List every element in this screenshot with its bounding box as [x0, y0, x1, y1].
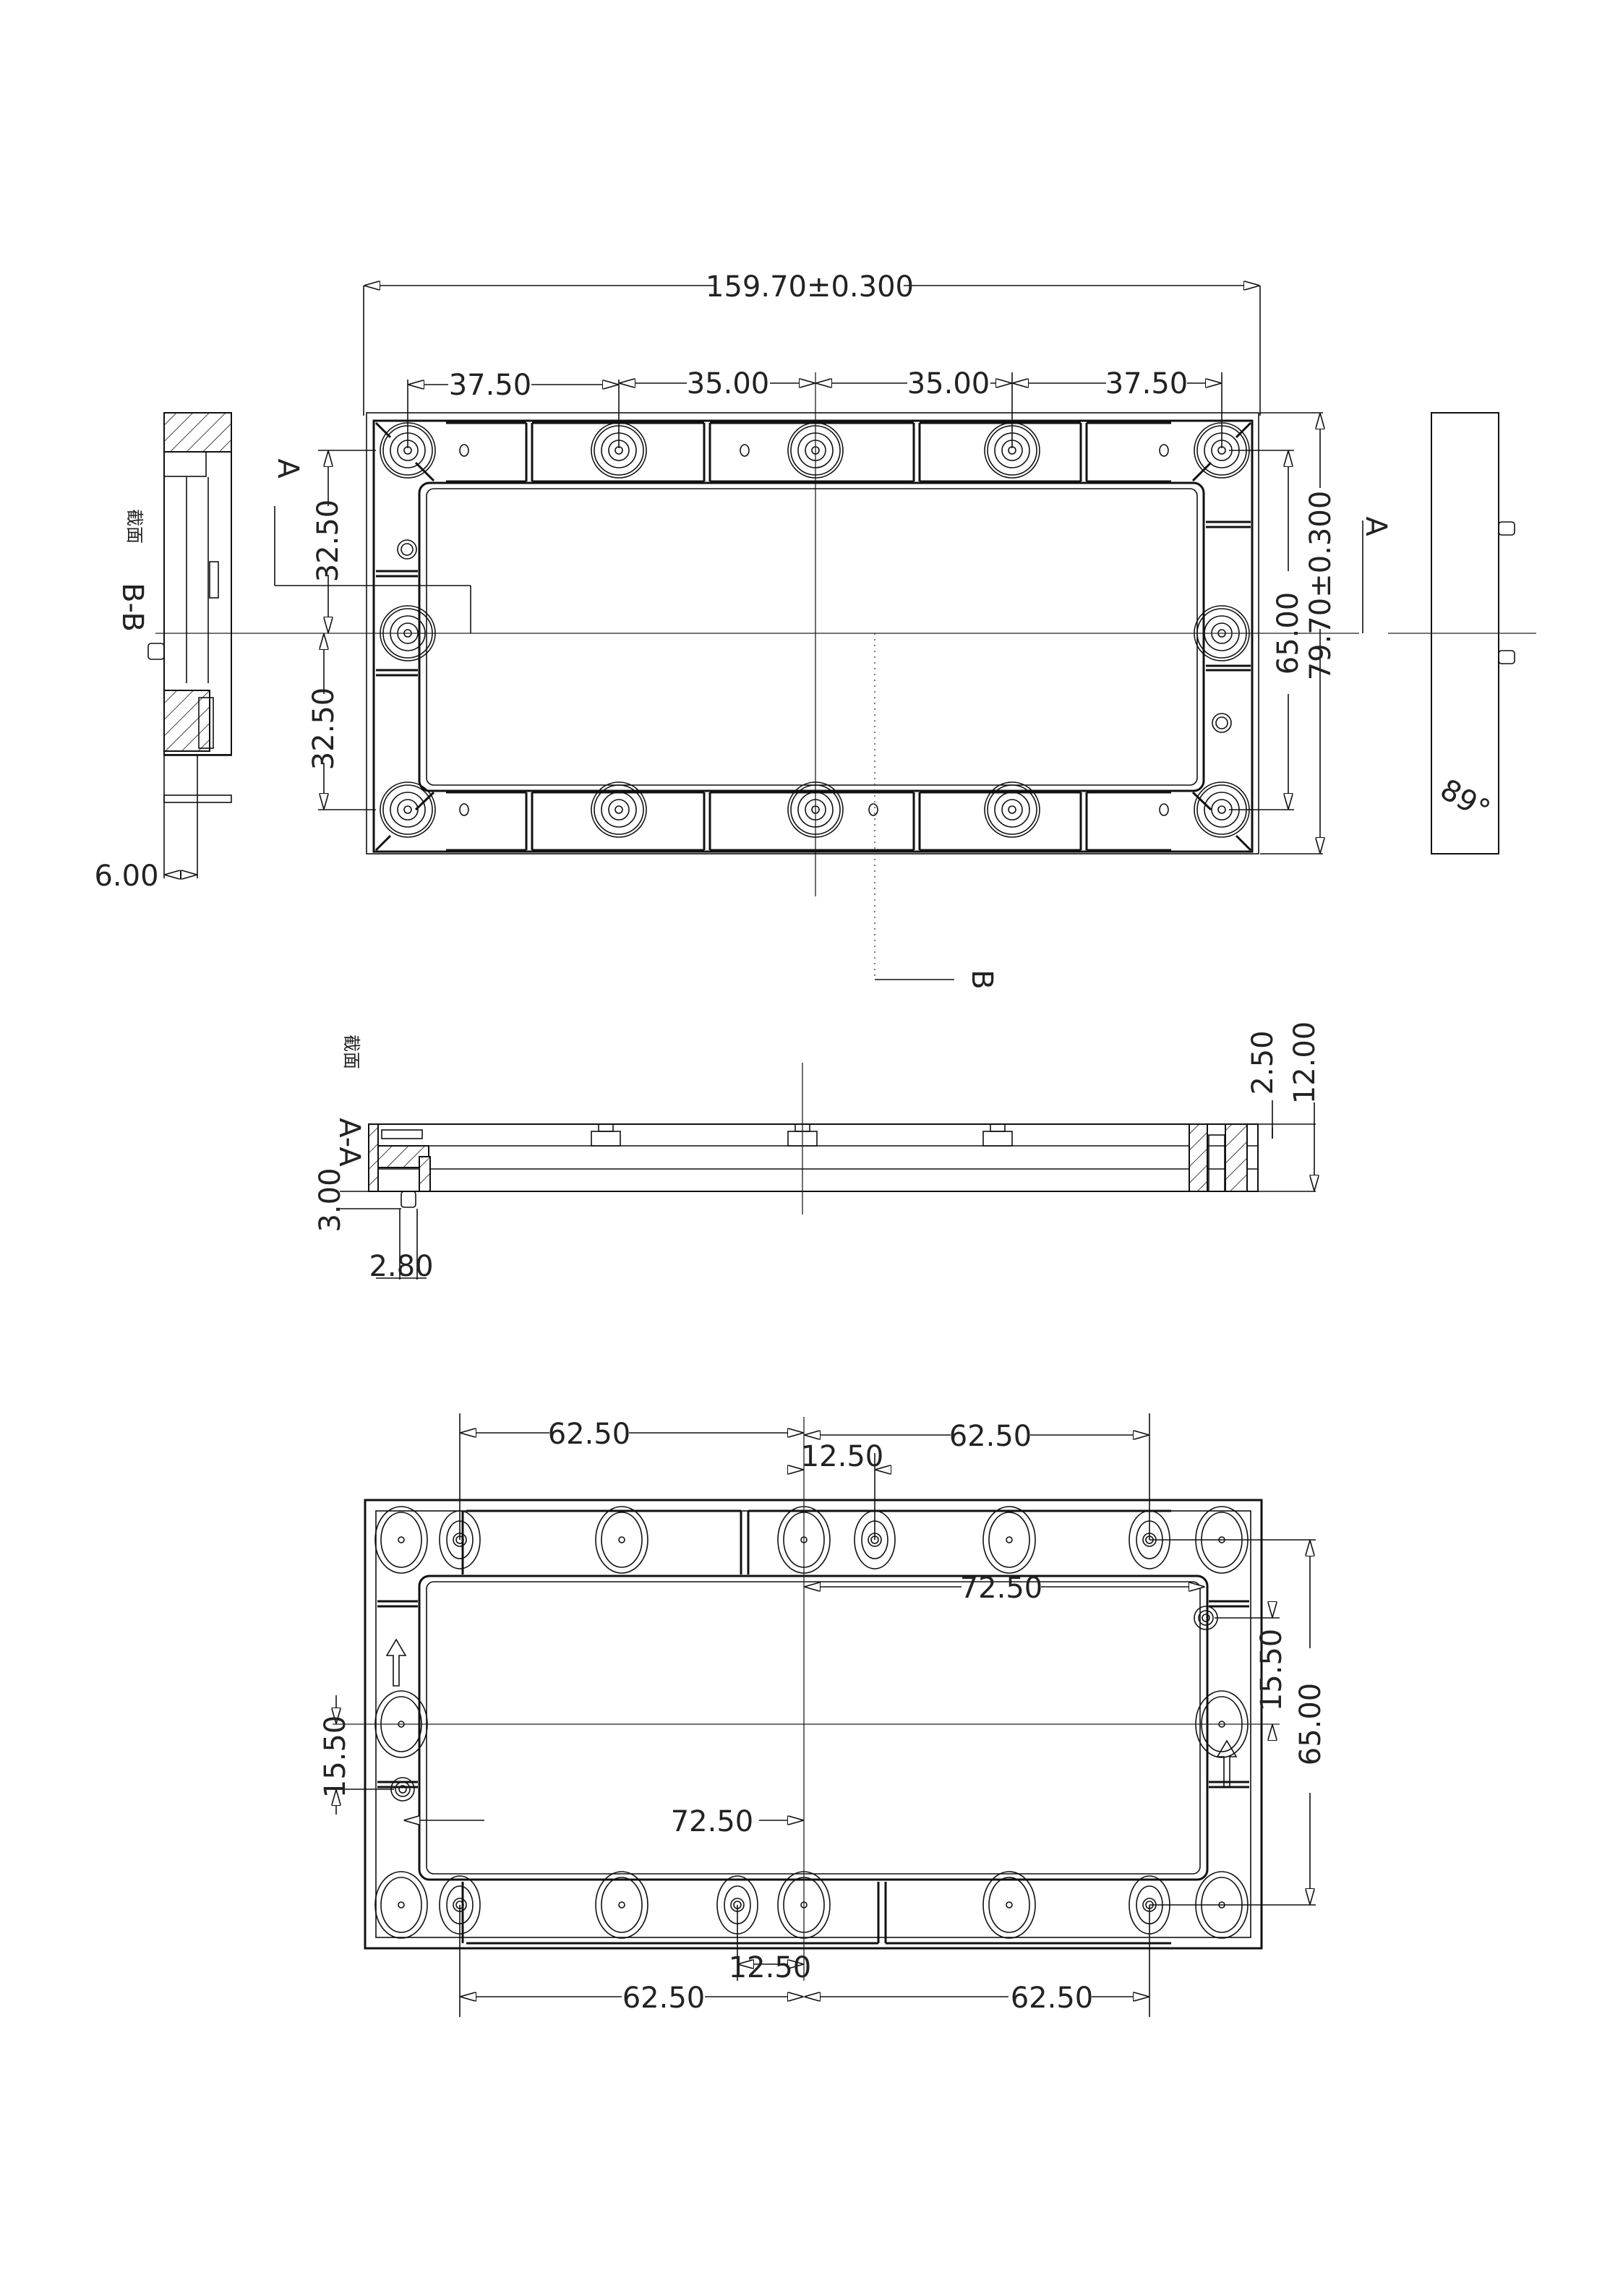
vertical-dim-lower: 32.50 [307, 687, 341, 771]
mounting-bosses-top [380, 422, 1250, 838]
bottom-right-vertical-offset: 15.50 [1255, 1629, 1288, 1712]
overall-height-dim: 79.70±0.300 [1304, 491, 1337, 681]
small-holes-top [397, 444, 1232, 816]
bottom-bottom-right-span: 62.50 [1011, 1982, 1094, 2015]
spacing-dim-1: 37.50 [449, 369, 532, 402]
bottom-bottom-offset: 12.50 [729, 1951, 812, 1984]
height-dim: 12.00 [1288, 1021, 1322, 1105]
section-marker-a-right: A [1359, 516, 1392, 536]
overall-width-dim: 159.70±0.300 [706, 270, 914, 304]
spacing-dim-4: 37.50 [1105, 367, 1189, 400]
section-b-thickness: 6.00 [94, 860, 158, 893]
top-view: 159.70±0.300 37.50 35.00 35.00 37.50 [155, 270, 1392, 990]
bottom-bottom-left-span: 62.50 [622, 1982, 706, 2015]
bottom-view: 62.50 62.50 12.50 72.50 72.50 15.50 65.0… [319, 1413, 1327, 2017]
bottom-top-right-span: 62.50 [949, 1420, 1032, 1453]
section-b-caption: 截面 [124, 509, 145, 544]
bottom-top-left-span: 62.50 [548, 1418, 631, 1451]
spacing-dim-3: 35.00 [907, 367, 990, 400]
section-a-caption: 截面 [341, 1035, 361, 1069]
hole-row-spacing-dim: 65.00 [1272, 592, 1305, 675]
section-a-title: A-A [333, 1118, 366, 1167]
bottom-lower-half-span: 72.50 [671, 1805, 754, 1838]
right-side-view: 89° [1388, 412, 1536, 854]
bottom-upper-half-span: 72.50 [960, 1572, 1043, 1605]
vertical-dim-upper: 32.50 [312, 500, 345, 583]
bottom-hole-row-spacing: 65.00 [1294, 1683, 1327, 1766]
section-a-a-view: 截面 A-A 3.00 2.80 2.50 12.00 [314, 1021, 1322, 1283]
pin-diameter-dim: 2.80 [369, 1250, 433, 1283]
step-dim: 2.50 [1246, 1030, 1280, 1095]
section-marker-a-left: A [271, 458, 304, 479]
section-b-b-view: 截面 B-B 6.00 [94, 412, 232, 893]
bottom-pins [439, 1510, 1170, 1935]
direction-arrow-right-icon [1216, 1739, 1238, 1788]
bottom-top-offset: 12.50 [801, 1440, 884, 1473]
bottom-left-vertical-offset: 15.50 [319, 1715, 352, 1799]
spacing-dim-2: 35.00 [687, 367, 770, 400]
direction-arrow-left-icon [385, 1638, 407, 1687]
right-view-angle: 89° [1434, 773, 1495, 827]
section-marker-b: B [965, 969, 998, 989]
pin-length-dim: 3.00 [314, 1168, 347, 1232]
section-b-title: B-B [116, 583, 149, 632]
